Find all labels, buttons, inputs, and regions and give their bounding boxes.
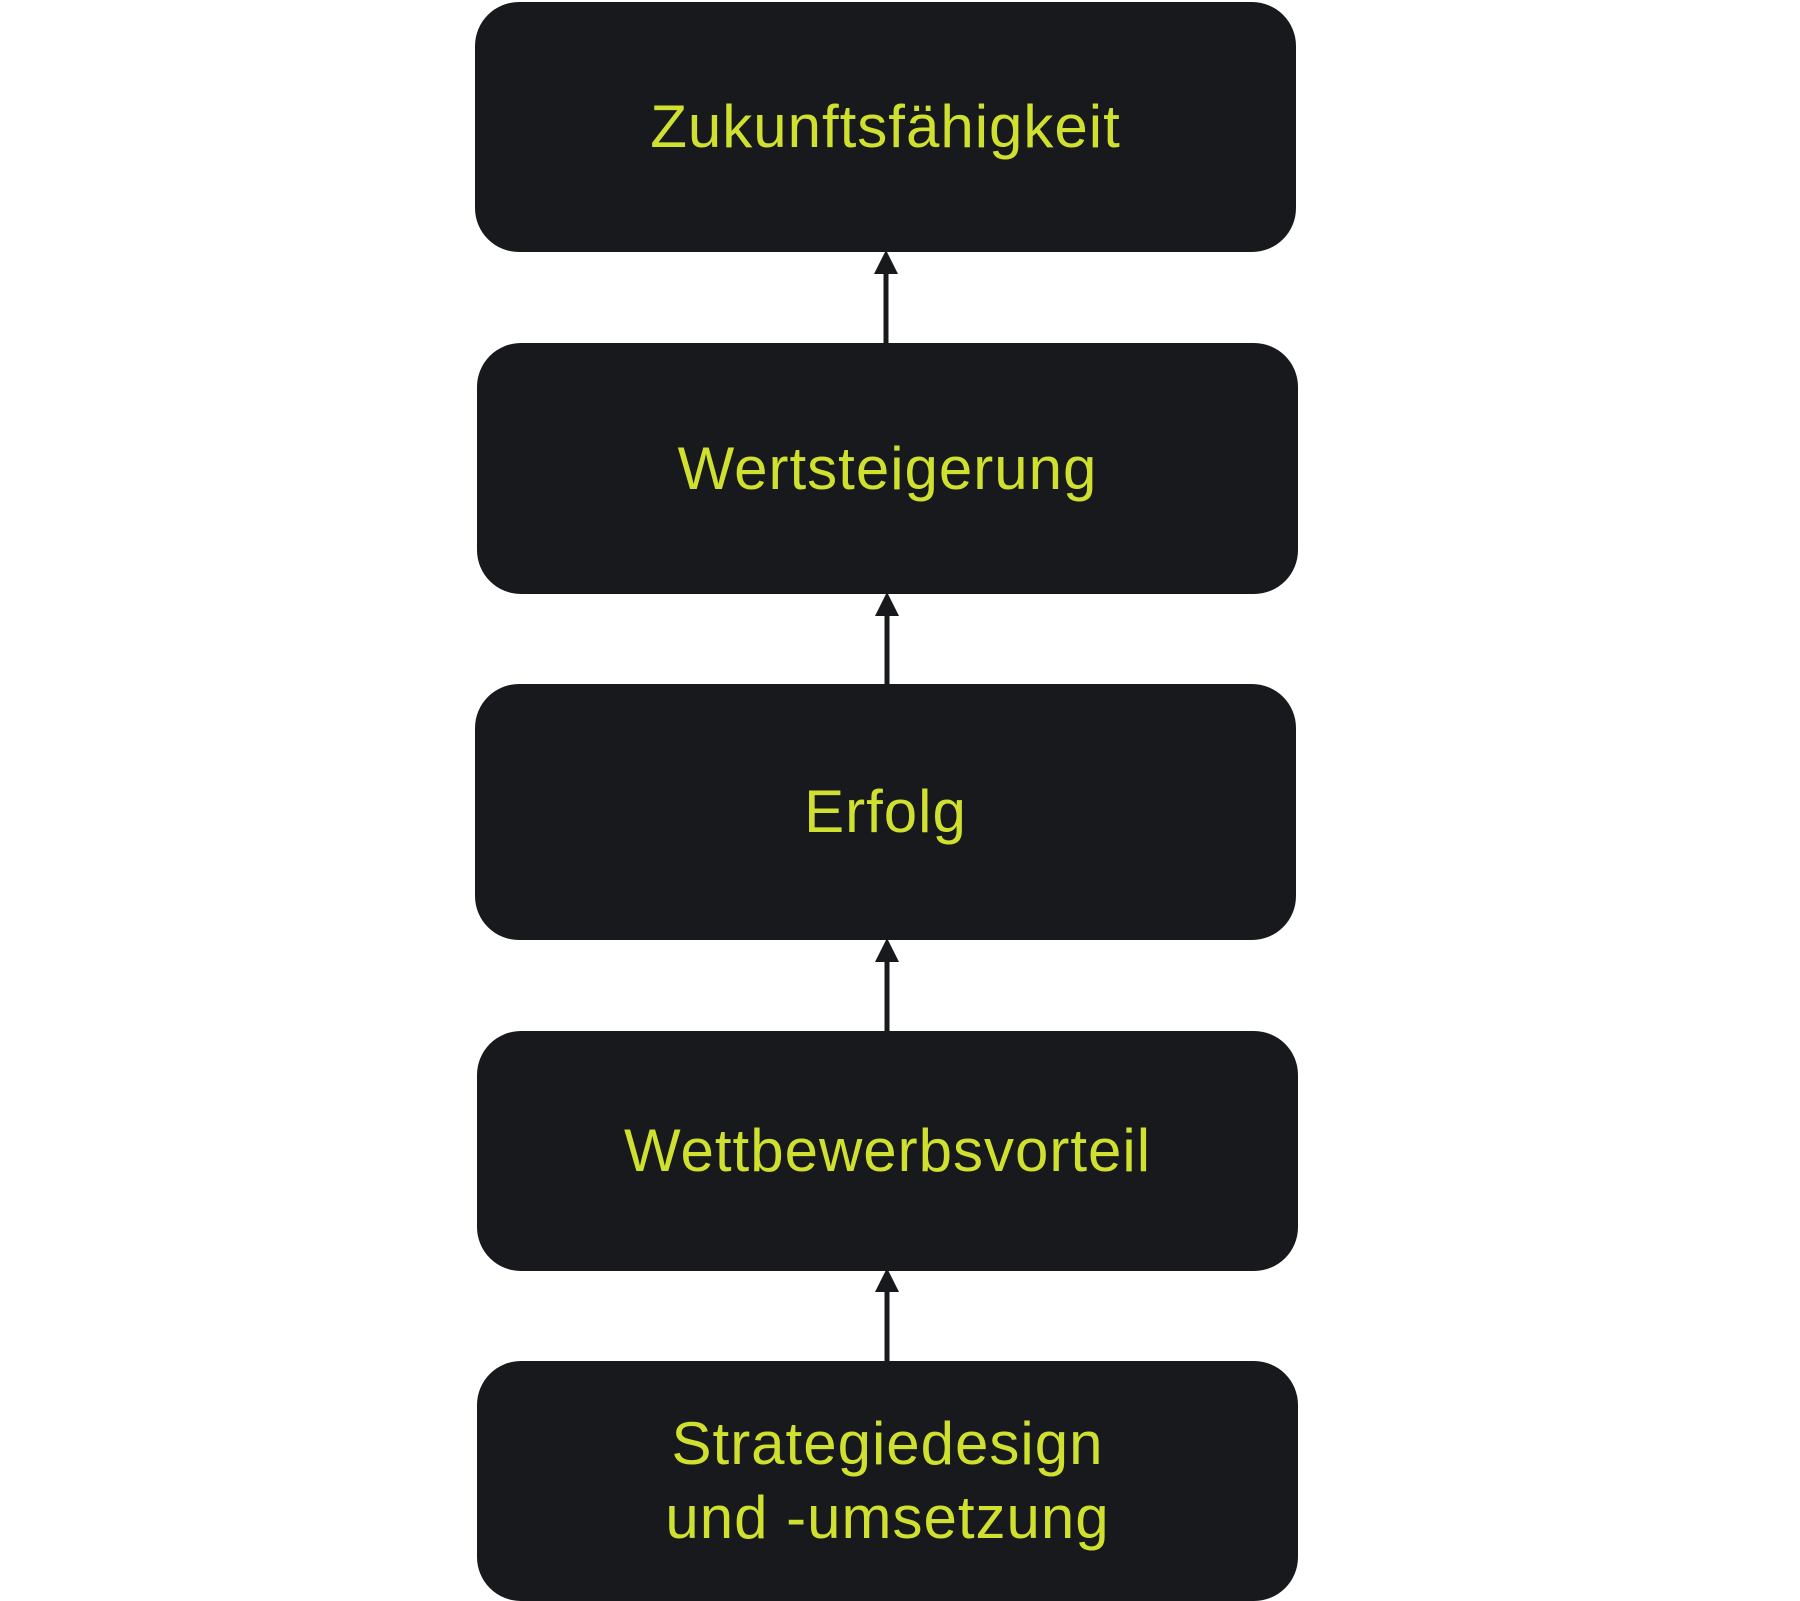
node-erfolg: Erfolg bbox=[475, 684, 1296, 940]
node-wertsteigerung: Wertsteigerung bbox=[477, 343, 1298, 594]
arrow-wertsteigerung-to-zukunftsfaehigkeit bbox=[872, 250, 900, 344]
arrow-strategiedesign-to-wettbewerbsvorteil bbox=[873, 1268, 901, 1362]
node-label: Wettbewerbsvorteil bbox=[623, 1117, 1152, 1184]
node-label: Strategiedesign und -umsetzung bbox=[665, 1410, 1110, 1551]
arrow-wettbewerbsvorteil-to-erfolg bbox=[873, 938, 901, 1032]
node-label: Erfolg bbox=[804, 778, 967, 845]
node-label: Wertsteigerung bbox=[677, 434, 1098, 502]
arrow-erfolg-to-wertsteigerung bbox=[873, 592, 901, 685]
node-strategiedesign-und-umsetzung: Strategiedesign und -umsetzung bbox=[477, 1361, 1298, 1601]
node-label: Zukunftsfähigkeit bbox=[650, 93, 1121, 160]
node-wettbewerbsvorteil: Wettbewerbsvorteil bbox=[477, 1031, 1298, 1271]
node-zukunftsfaehigkeit: Zukunftsfähigkeit bbox=[475, 2, 1296, 252]
